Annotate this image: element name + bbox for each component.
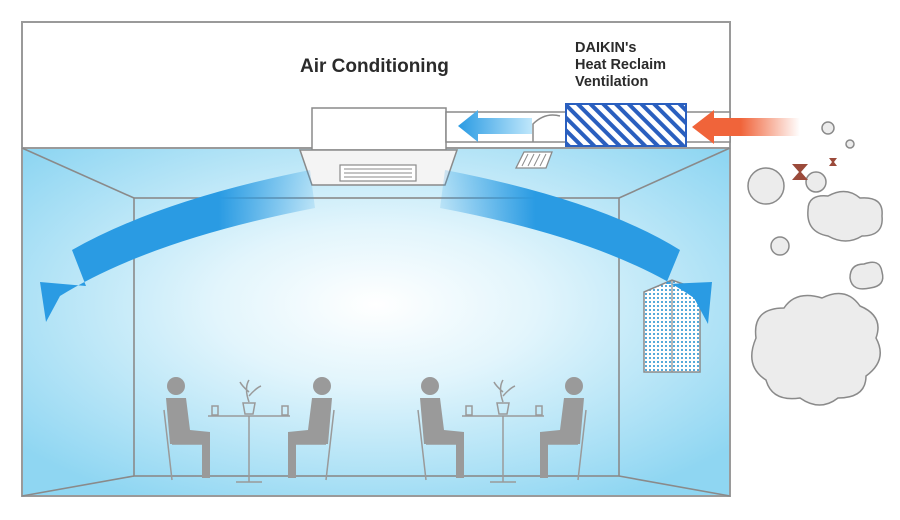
- air-conditioning-unit: [298, 107, 459, 186]
- room-perspective-lines: [21, 147, 731, 497]
- person-2: [288, 377, 335, 481]
- air-conditioning-label: Air Conditioning: [300, 56, 449, 77]
- person-4: [540, 377, 587, 481]
- person-1: [163, 377, 210, 481]
- person-3: [417, 377, 464, 481]
- hrv-label-line-3: Ventilation: [575, 74, 649, 90]
- duct-airflow-arrow: [458, 110, 532, 142]
- table-left: [208, 379, 290, 483]
- hrv-label: DAIKIN's Heat Reclaim Ventilation: [575, 40, 666, 91]
- pollen-icon: [792, 158, 837, 180]
- exhaust-grille: [514, 151, 553, 169]
- left-airflow-arrow: [40, 170, 315, 322]
- table-right: [462, 379, 544, 483]
- right-airflow-arrow: [440, 170, 712, 324]
- outdoor-pollution: [747, 121, 884, 406]
- heat-reclaim-ventilation-unit: [565, 103, 687, 147]
- window: [643, 279, 701, 373]
- seated-people: [163, 377, 587, 483]
- fresh-air-arrow: [692, 110, 800, 144]
- room: [21, 147, 731, 497]
- hrv-label-line-1: DAIKIN's: [575, 40, 637, 56]
- hrv-label-line-2: Heat Reclaim: [575, 57, 667, 73]
